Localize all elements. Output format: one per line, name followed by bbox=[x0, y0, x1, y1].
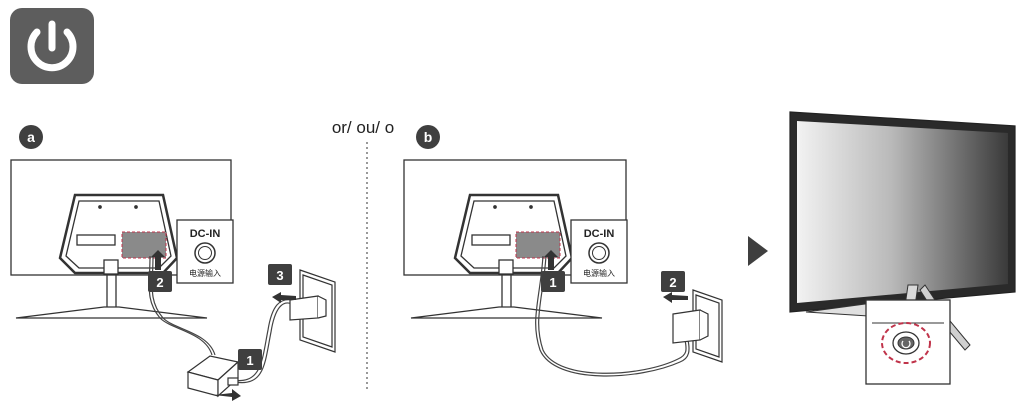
dc-in-callout-a: DC-IN 电源输入 bbox=[176, 219, 234, 284]
step-marker-b-1: 1 bbox=[541, 271, 565, 292]
panel-a: a DC-IN 电源输入 bbox=[10, 125, 336, 401]
step-marker-a-1: 1 bbox=[238, 349, 262, 370]
badge-b bbox=[416, 125, 440, 149]
dc-in-label-b: DC-IN bbox=[584, 228, 615, 240]
arrow-step1-a bbox=[214, 389, 241, 401]
badge-a-label: a bbox=[27, 129, 35, 145]
step-marker-b-2: 2 bbox=[661, 271, 685, 292]
dc-in-callout-b: DC-IN 电源输入 bbox=[570, 219, 628, 284]
svg-text:1: 1 bbox=[246, 353, 253, 368]
dc-in-label-a: DC-IN bbox=[190, 228, 221, 240]
svg-text:2: 2 bbox=[156, 275, 163, 290]
arrow-step3-a bbox=[272, 292, 296, 303]
svg-text:3: 3 bbox=[276, 268, 283, 283]
adapter-a bbox=[186, 355, 240, 398]
panel-b: b DC-IN 电源输入 bbox=[403, 125, 723, 377]
dc-in-sub-a: 电源输入 bbox=[189, 268, 221, 278]
step-marker-a-3: 3 bbox=[268, 264, 292, 285]
dc-in-sub-b: 电源输入 bbox=[583, 268, 615, 278]
separator-text: or/ ou/ o bbox=[332, 118, 394, 137]
play-arrow-icon bbox=[748, 236, 768, 266]
svg-text:2: 2 bbox=[669, 275, 676, 290]
step-marker-a-2: 2 bbox=[148, 271, 172, 292]
power-icon bbox=[10, 8, 94, 84]
arrow-step2-b bbox=[663, 292, 688, 303]
wall-outlet-a bbox=[289, 269, 336, 353]
wall-outlet-b bbox=[672, 289, 723, 363]
badge-b-label: b bbox=[424, 129, 433, 145]
badge-a bbox=[19, 125, 43, 149]
monitor-front bbox=[789, 111, 1016, 385]
svg-text:1: 1 bbox=[549, 275, 556, 290]
